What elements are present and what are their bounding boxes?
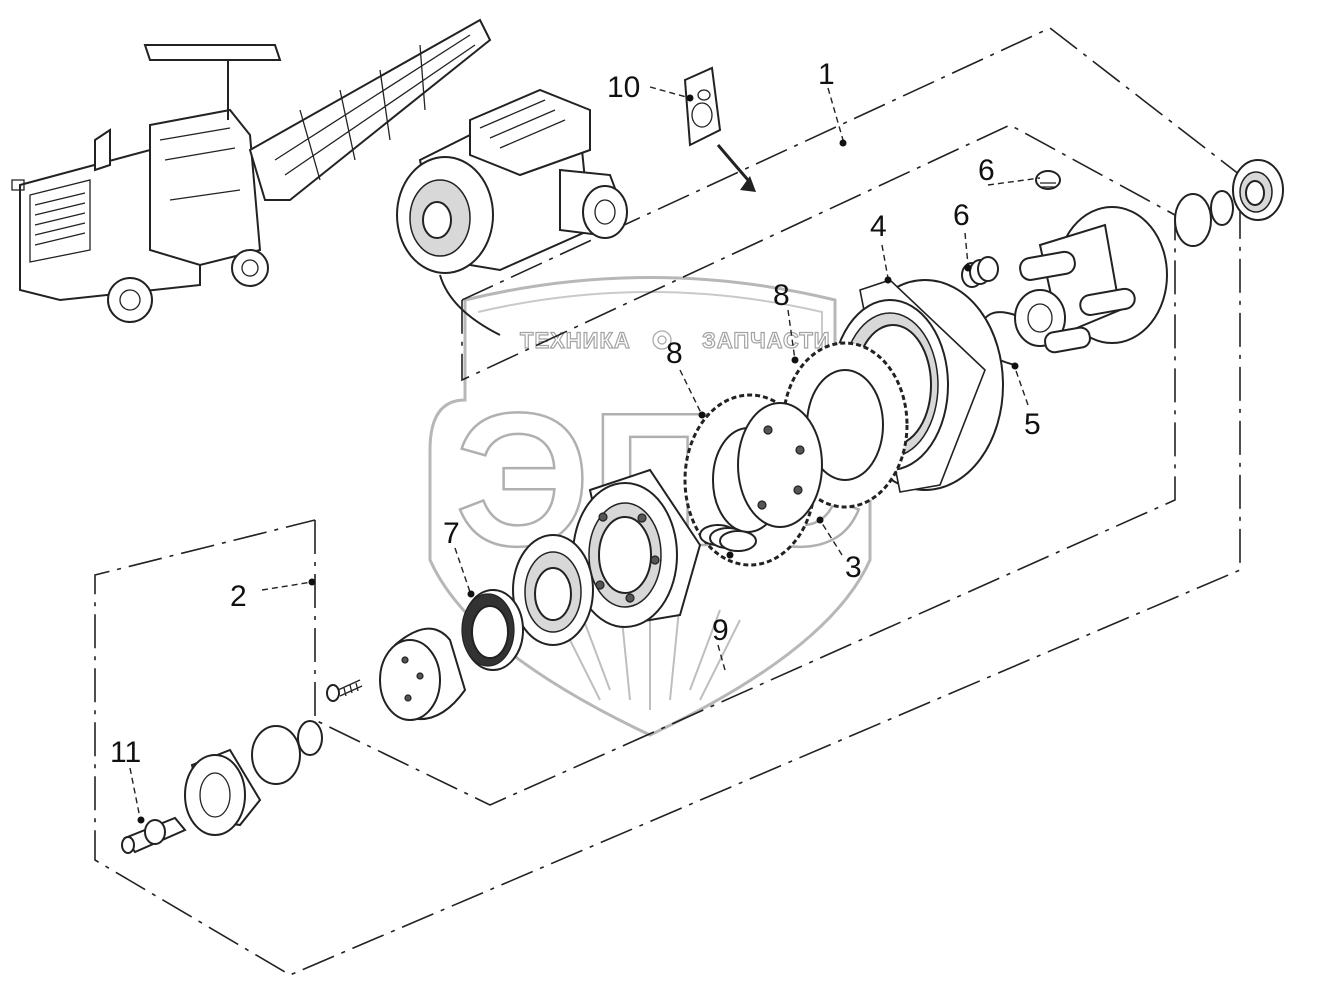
callout-9: 9: [712, 614, 729, 647]
callout-8-lower: 8: [666, 337, 683, 370]
seal-kit-packet: [683, 66, 722, 147]
watermark-right-text: ЗАПЧАСТИ: [702, 328, 831, 353]
callout-10: 10: [607, 71, 640, 104]
leader-lines: [129, 86, 1041, 819]
callout-4: 4: [870, 210, 887, 243]
piston-hub: [572, 468, 702, 628]
screw-plug: [1035, 170, 1061, 190]
wheat-emblem: [559, 595, 741, 710]
seal-ring-7: [461, 589, 524, 671]
spring-part-6: [961, 256, 999, 288]
watermark-left-text: ТЕХНИКА: [520, 328, 631, 353]
outline-assembly-2: [314, 124, 1176, 806]
springs-9: [699, 524, 757, 552]
coupling: [184, 748, 262, 836]
steel-plate-3: [737, 402, 823, 528]
callout-6-top: 6: [978, 154, 995, 187]
watermark-shield: [428, 276, 872, 737]
callout-11: 11: [110, 736, 141, 769]
leader-dots: [137, 94, 1019, 824]
bearing-housing: [1014, 206, 1168, 354]
road-milling-machine-illustration: [11, 18, 492, 323]
callout-6-lower: 6: [953, 199, 970, 232]
callout-1: 1: [818, 58, 835, 91]
gearbox-illustration: [396, 88, 628, 336]
outline-assembly-1: [94, 27, 1241, 976]
o-rings-left: [251, 720, 323, 785]
small-spring: [326, 679, 363, 702]
callout-7: 7: [443, 517, 460, 550]
bearing-ring-center: [512, 534, 594, 646]
o-rings-right: [1174, 190, 1234, 247]
shaft-11: [121, 816, 187, 854]
assembly-outlines: [94, 27, 1241, 976]
callout-5: 5: [1024, 408, 1041, 441]
bearing-ring-right: [1232, 159, 1284, 221]
gear-icon: [652, 330, 672, 350]
callout-3: 3: [845, 551, 862, 584]
cover-plate: [379, 627, 467, 721]
callout-2: 2: [230, 580, 247, 613]
assembly-arrow: [716, 144, 756, 192]
callout-labels: 1 2 3 4 5 6 6 7 8 8 9 10 11: [110, 58, 1041, 769]
callout-8-upper: 8: [773, 279, 790, 312]
